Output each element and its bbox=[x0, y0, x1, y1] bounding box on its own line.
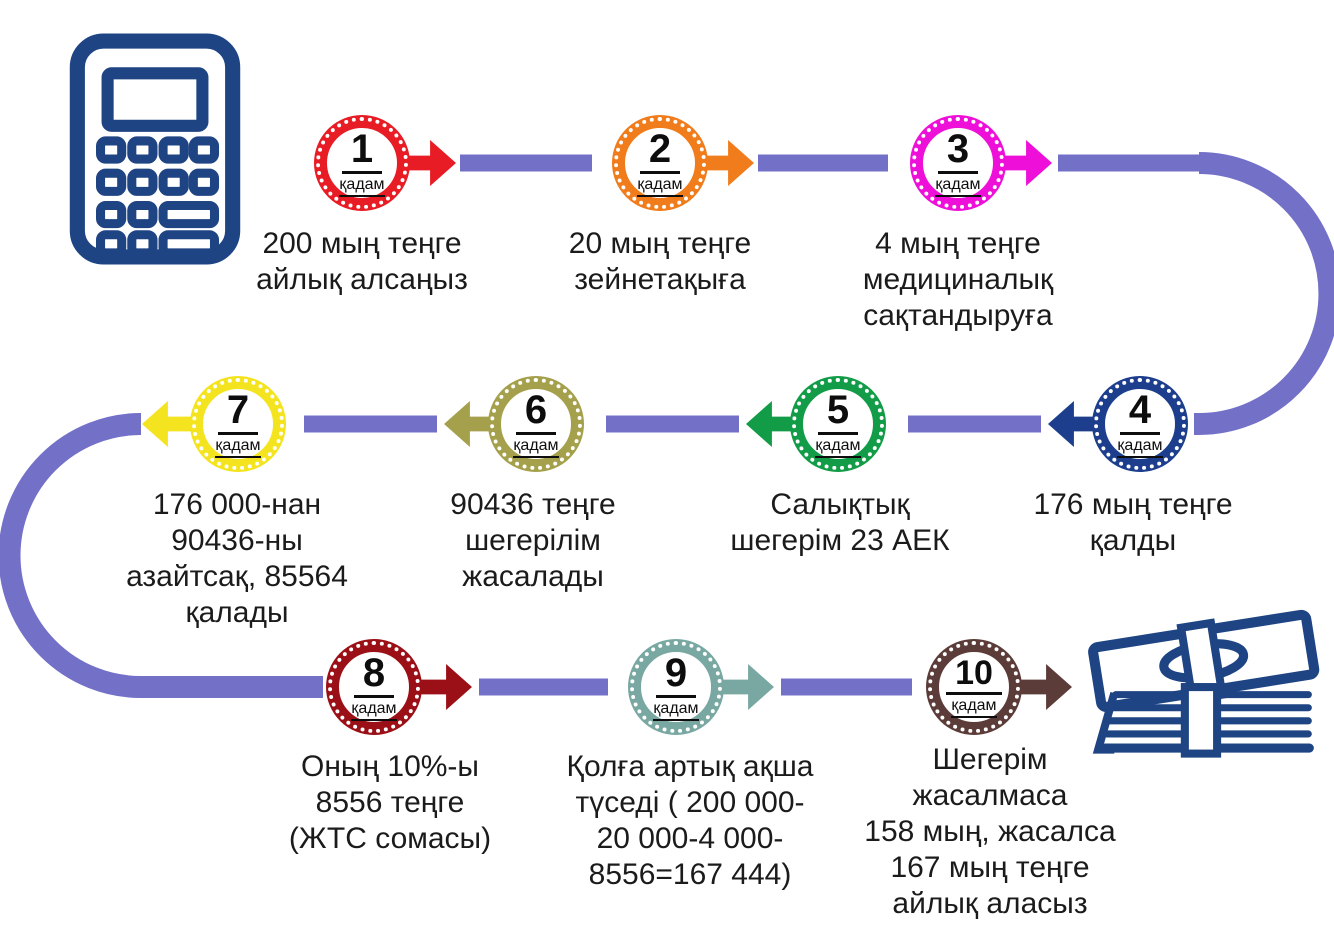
step-4-caption: 176 мың теңге қалды bbox=[1033, 488, 1233, 557]
step-1-number: 1 bbox=[341, 129, 383, 174]
step-9-number: 9 bbox=[655, 653, 697, 698]
step-7-label: қадам bbox=[215, 436, 261, 458]
step-10-label: қадам bbox=[951, 696, 997, 718]
step-2-caption: 20 мың теңге зейнетақыға bbox=[568, 227, 752, 296]
step-8-label: қадам bbox=[351, 699, 397, 721]
step-10-number: 10 bbox=[946, 656, 1002, 695]
step-6-label: қадам bbox=[513, 436, 559, 458]
step-5-label: қадам bbox=[815, 436, 861, 458]
step-4-label: қадам bbox=[1117, 436, 1163, 458]
step-1-label: қадам bbox=[339, 175, 385, 197]
step-6-caption: 90436 теңге шегерілім жасалады bbox=[450, 488, 616, 593]
calculator-icon bbox=[69, 33, 241, 265]
step-6-number: 6 bbox=[515, 390, 557, 435]
step-2-label: қадам bbox=[637, 175, 683, 197]
step-5-caption: Салықтық шегерім 23 АЕК bbox=[730, 488, 950, 557]
step-9-label: қадам bbox=[653, 699, 699, 721]
step-3-label: қадам bbox=[935, 175, 981, 197]
step-1-caption: 200 мың теңге айлық алсаңыз bbox=[256, 227, 468, 296]
step-10-caption: Шегерім жасалмаса 158 мың, жасалса 167 м… bbox=[864, 743, 1116, 920]
step-9-caption: Қолға артық ақша түседі ( 200 000- 20 00… bbox=[566, 750, 814, 891]
step-8-number: 8 bbox=[353, 653, 395, 698]
step-3-caption: 4 мың теңге медициналық сақтандыруға bbox=[862, 227, 1054, 332]
money-stack-icon bbox=[1088, 609, 1320, 758]
step-2-number: 2 bbox=[639, 129, 681, 174]
step-7-number: 7 bbox=[217, 390, 259, 435]
step-8-caption: Оның 10%-ы 8556 теңге (ЖТС сомасы) bbox=[288, 750, 492, 855]
step-4-number: 4 bbox=[1119, 390, 1161, 435]
step-3-number: 3 bbox=[937, 129, 979, 174]
step-5-number: 5 bbox=[817, 390, 859, 435]
step-7-caption: 176 000-нан 90436-ны азайтсақ, 85564 қал… bbox=[126, 488, 348, 629]
